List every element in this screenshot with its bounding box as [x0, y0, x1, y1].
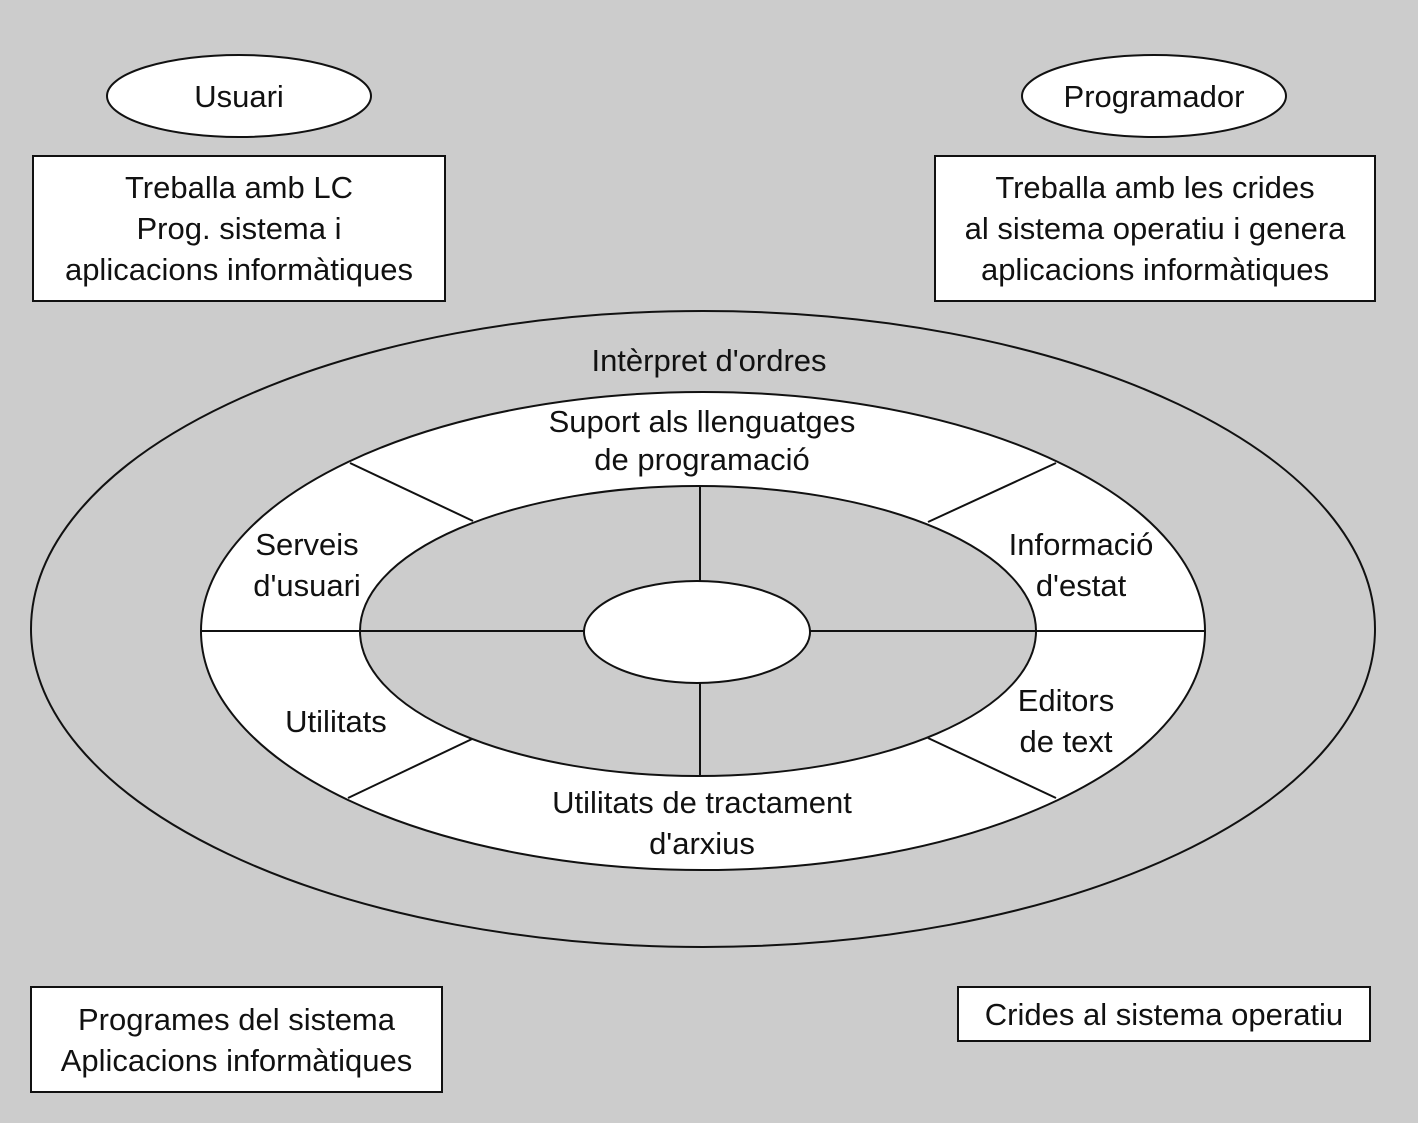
- divider-lower-right: [927, 737, 1057, 799]
- segment-user-services: Serveis d'usuari: [253, 527, 361, 603]
- segment-file-utilities: Utilitats de tractament d'arxius: [552, 785, 852, 861]
- programmer-description: Treballa amb les crides al sistema opera…: [964, 170, 1346, 287]
- user-name: Usuari: [194, 79, 284, 114]
- system-programs-box: Programes del sistema Aplicacions inform…: [30, 986, 443, 1093]
- system-programs-text: Programes del sistema Aplicacions inform…: [60, 1001, 413, 1078]
- core-ellipse: [583, 580, 811, 684]
- segment-text-editors: Editors de text: [1017, 683, 1115, 759]
- user-description-box: Treballa amb LC Prog. sistema i aplicaci…: [32, 155, 446, 302]
- user-ellipse: [106, 54, 372, 138]
- programmer-description-box: Treballa amb les crides al sistema opera…: [934, 155, 1376, 302]
- system-calls-text: Crides al sistema operatiu: [984, 996, 1344, 1032]
- segment-utilities: Utilitats: [285, 704, 387, 739]
- divider-upper-left: [349, 462, 474, 522]
- segment-language-support: Suport als llenguatges de programació: [548, 404, 856, 477]
- divider-upper-right: [927, 462, 1057, 523]
- programmer-name: Programador: [1063, 79, 1245, 114]
- command-interpreter-label: Intèrpret d'ordres: [591, 343, 827, 378]
- divider-lower-left: [347, 738, 473, 799]
- programmer-ellipse: [1021, 54, 1287, 138]
- system-calls-box: Crides al sistema operatiu: [957, 986, 1371, 1042]
- user-description: Treballa amb LC Prog. sistema i aplicaci…: [64, 170, 414, 287]
- segment-status-info: Informació d'estat: [1008, 527, 1154, 603]
